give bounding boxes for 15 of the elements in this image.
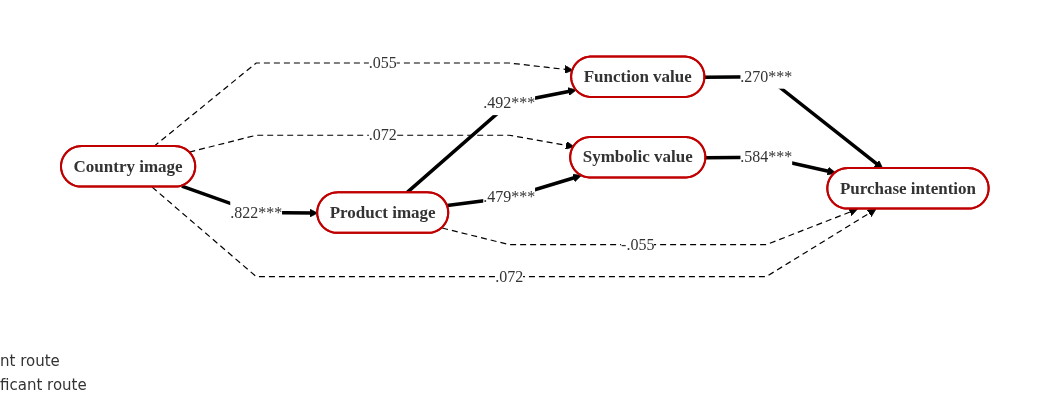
edge-label: .055 — [368, 54, 397, 72]
legend-text: nt route — [0, 352, 61, 370]
arrow — [704, 75, 883, 170]
arrow — [441, 208, 858, 246]
arrow — [188, 134, 575, 153]
edge-label: -.055 — [620, 235, 655, 253]
edge-label: .584*** — [740, 148, 793, 166]
legend-text: ficant route — [0, 376, 87, 394]
edge-label: .492*** — [482, 94, 535, 112]
edge-label: .270*** — [740, 67, 793, 85]
edge-label: .822*** — [229, 203, 282, 221]
arrow — [152, 62, 573, 148]
edge-label: .072 — [494, 267, 523, 285]
edge-label: .072 — [368, 126, 397, 144]
edge-label: .479*** — [482, 188, 535, 206]
